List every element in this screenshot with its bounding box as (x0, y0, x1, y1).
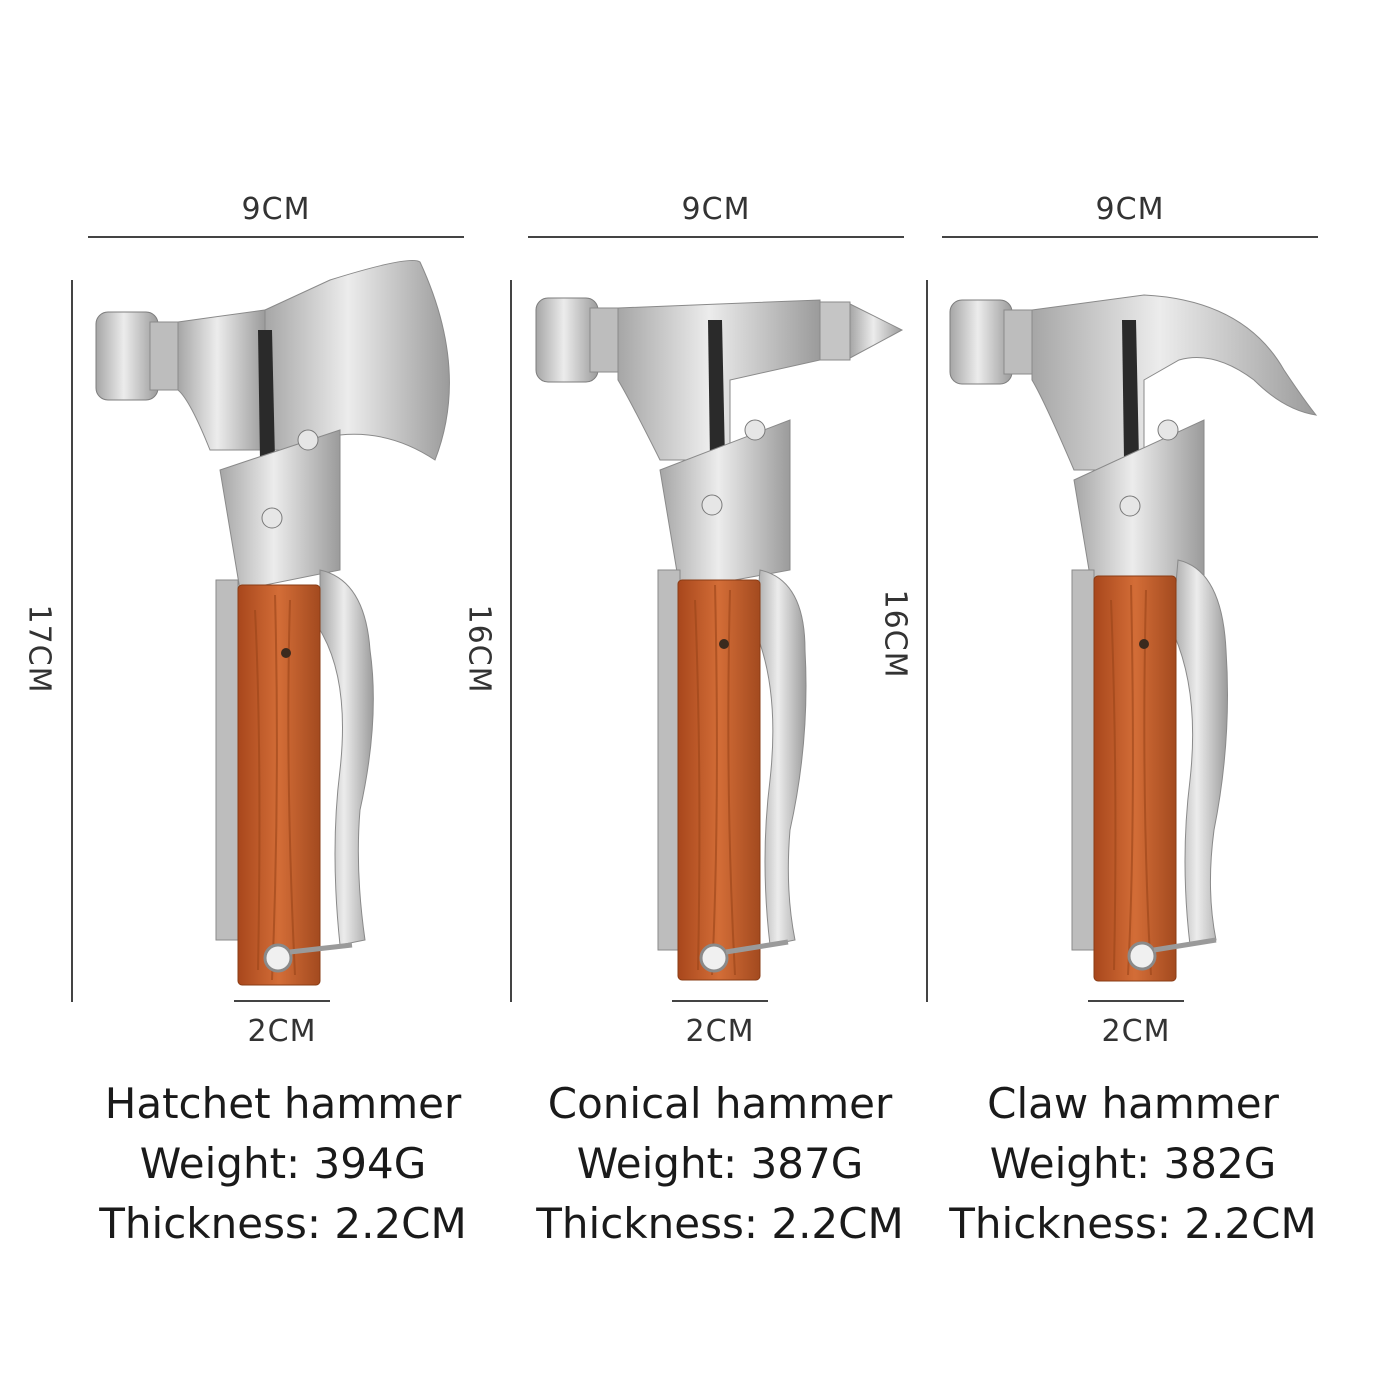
product-name: Conical hammer (547, 1079, 893, 1128)
grip-label: 2CM (1101, 1014, 1171, 1049)
claw-hammer-image (949, 294, 1318, 982)
width-label: 9CM (1095, 192, 1165, 227)
product-caption: Hatchet hammer Weight: 394G Thickness: 2… (48, 1074, 518, 1254)
product-caption: Claw hammer Weight: 382G Thickness: 2.2C… (910, 1074, 1356, 1254)
height-dimension-line (510, 280, 512, 1002)
product-panel-claw: 9CM 16CM 2CM Claw hammer Weight: 382G (878, 0, 1400, 1400)
product-panel-conical: 9CM 16CM 2CM Conical hammer (462, 0, 930, 1400)
grip-label: 2CM (247, 1014, 317, 1049)
product-name: Hatchet hammer (104, 1079, 462, 1128)
product-weight: Weight: 387G (576, 1139, 864, 1188)
height-label: 17CM (21, 604, 57, 694)
width-dimension-line (528, 236, 904, 238)
width-label: 9CM (681, 192, 751, 227)
width-dimension-line (88, 236, 464, 238)
height-dimension-line (71, 280, 73, 1002)
product-weight: Weight: 394G (139, 1139, 427, 1188)
height-label: 16CM (877, 589, 913, 679)
grip-dimension-line (234, 1000, 330, 1002)
product-caption: Conical hammer Weight: 387G Thickness: 2… (490, 1074, 950, 1254)
height-dimension-line (926, 280, 928, 1002)
product-thickness: Thickness: 2.2CM (536, 1199, 904, 1248)
hatchet-hammer-image (95, 259, 450, 986)
grip-dimension-line (1088, 1000, 1184, 1002)
grip-label: 2CM (685, 1014, 755, 1049)
width-dimension-line (942, 236, 1318, 238)
product-thickness: Thickness: 2.2CM (949, 1199, 1317, 1248)
height-label: 16CM (461, 604, 497, 694)
width-label: 9CM (241, 192, 311, 227)
conical-hammer-image (535, 297, 904, 981)
product-thickness: Thickness: 2.2CM (99, 1199, 467, 1248)
product-weight: Weight: 382G (989, 1139, 1277, 1188)
product-panel-hatchet: 9CM 17CM (0, 0, 470, 1400)
grip-dimension-line (672, 1000, 768, 1002)
product-name: Claw hammer (987, 1079, 1279, 1128)
